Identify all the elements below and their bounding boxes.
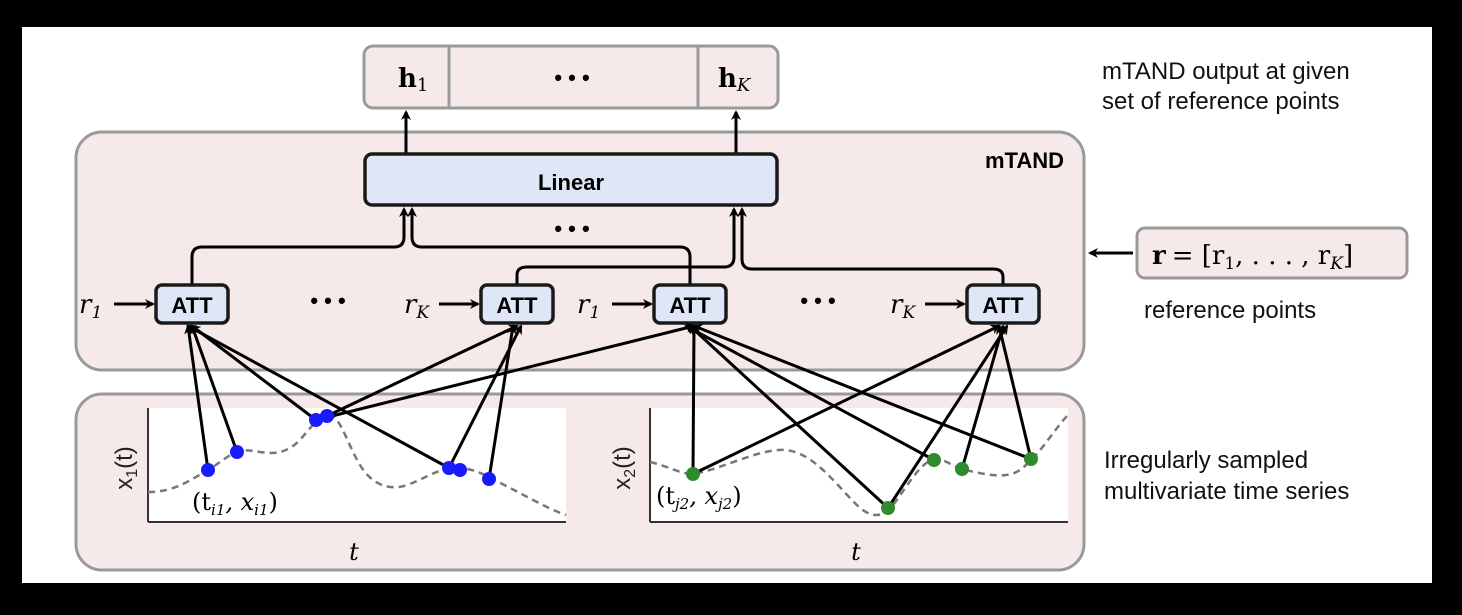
- linear-block: Linear: [363, 152, 779, 207]
- output-h1: h1: [398, 64, 428, 96]
- output-caption-line2: set of reference points: [1102, 88, 1339, 115]
- connector-att4-linear: [737, 207, 1005, 284]
- att-ref-input: r1: [79, 290, 102, 323]
- reference-points-box: r= [r1, . . . , rK]: [1135, 226, 1409, 280]
- att-label: ATT: [496, 293, 538, 318]
- observation-point-x1: [201, 463, 215, 477]
- output-ellipsis: • • •: [554, 65, 589, 90]
- observation-point-x2: [686, 467, 700, 481]
- timeseries-caption-line1: Irregularly sampled: [1104, 447, 1308, 474]
- att-block: ATT r1: [79, 283, 230, 325]
- observation-point-x2: [881, 501, 895, 515]
- observation-arrow: [960, 324, 1006, 470]
- observation-point-x1: [442, 461, 456, 475]
- observation-arrow: [996, 324, 1033, 460]
- att-label: ATT: [982, 293, 1024, 318]
- reference-expression: r= [r1, . . . , rK]: [1152, 241, 1353, 274]
- mtand-title: mTAND: [985, 148, 1064, 173]
- plot2-ylabel: x2(t): [609, 446, 639, 490]
- att-ellipsis-left: • • •: [310, 288, 345, 313]
- observation-arrow: [688, 324, 699, 475]
- observation-arrow: [326, 324, 519, 418]
- att-ref-input: rK: [890, 290, 916, 323]
- observation-point-x2: [1024, 452, 1038, 466]
- observation-arrow: [684, 324, 935, 462]
- diagram-canvas: h1 • • • hK mTAND output at given set of…: [22, 27, 1432, 583]
- observation-arrow: [190, 324, 317, 422]
- plot1-curve: [147, 414, 567, 517]
- att-blocks: ATT r1 ATT rK ATT r1 ATT rK: [79, 283, 1041, 325]
- plot-x2: x2(t) t (tj2, xj2): [609, 408, 1069, 566]
- observation-point-x1: [482, 472, 496, 486]
- att-ref-input: rK: [404, 290, 430, 323]
- observation-point-x2: [927, 453, 941, 467]
- connector-att1-linear: [190, 207, 409, 284]
- observation-arrow: [692, 324, 1001, 476]
- observation-point-x1: [453, 463, 467, 477]
- observation-point-x1: [320, 409, 334, 423]
- observation-arrow: [184, 324, 210, 471]
- output-caption-line1: mTAND output at given: [1102, 58, 1350, 85]
- connector-att3-linear: [407, 207, 692, 284]
- timeseries-caption-line2: multivariate time series: [1104, 478, 1349, 505]
- observation-arrow: [688, 324, 890, 510]
- att-block: ATT r1: [577, 283, 728, 325]
- observation-arrow: [692, 324, 1032, 461]
- observation-arrow: [487, 324, 517, 480]
- att-block: ATT rK: [404, 283, 555, 325]
- observation-point-x1: [230, 445, 244, 459]
- att-block: ATT rK: [890, 283, 1041, 325]
- plot1-point-label: (ti1, xi1): [192, 488, 278, 519]
- linear-label: Linear: [538, 170, 604, 195]
- reference-caption: reference points: [1144, 297, 1316, 324]
- output-hK: hK: [718, 64, 752, 96]
- observation-arrows: [184, 323, 1033, 510]
- plot1-xlabel: t: [349, 538, 359, 566]
- observation-arrow: [189, 324, 239, 453]
- observation-point-x1: [309, 413, 323, 427]
- plot2-xlabel: t: [851, 538, 861, 566]
- plot1-ylabel: x1(t): [111, 446, 141, 490]
- observation-arrow: [186, 324, 450, 470]
- att-ref-input: r1: [577, 290, 600, 323]
- observation-point-x2: [955, 462, 969, 476]
- att-ellipsis-right: • • •: [800, 288, 835, 313]
- mtand-panel: [74, 130, 1086, 372]
- output-box: h1 • • • hK: [362, 44, 780, 110]
- plot2-point-label: (tj2, xj2): [656, 482, 742, 513]
- connector-att2-linear: [515, 207, 739, 284]
- att-label: ATT: [669, 293, 711, 318]
- mid-ellipsis: • • •: [554, 216, 589, 241]
- att-label: ATT: [171, 293, 213, 318]
- observation-points: [201, 409, 1038, 515]
- observation-arrow: [886, 324, 1009, 509]
